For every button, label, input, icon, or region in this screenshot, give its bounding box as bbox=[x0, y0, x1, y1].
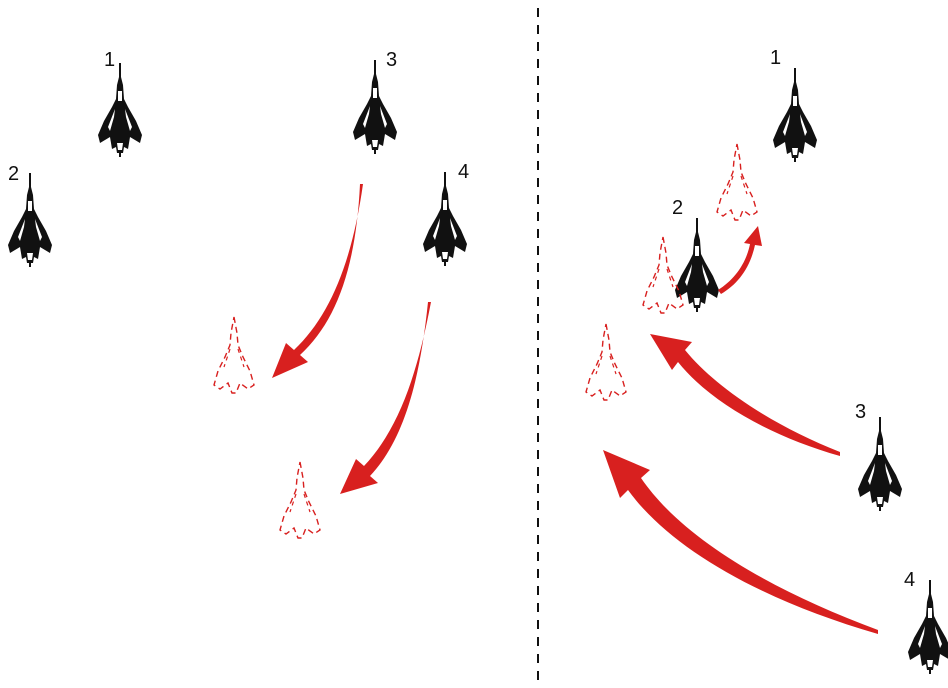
projected-position-4-icon bbox=[280, 462, 320, 538]
jet-1-label: 1 bbox=[104, 49, 115, 71]
jet-3-icon bbox=[858, 417, 902, 511]
jet-1-icon bbox=[773, 68, 817, 162]
projected-position-4-icon bbox=[586, 324, 626, 400]
right-panel: 1 2 3 4 bbox=[586, 47, 948, 674]
jet-3-label: 3 bbox=[386, 49, 397, 71]
projected-position-2-icon bbox=[717, 144, 757, 220]
jet-3-icon bbox=[353, 60, 397, 154]
projected-position-3-icon bbox=[214, 317, 254, 393]
jet-3-label: 3 bbox=[855, 401, 866, 423]
maneuver-arrow-3-icon bbox=[272, 184, 363, 378]
maneuver-arrow-2-icon bbox=[718, 226, 762, 294]
jet-4-icon bbox=[908, 580, 948, 674]
left-panel: 1 2 3 4 bbox=[8, 49, 469, 538]
maneuver-arrow-4-icon bbox=[340, 302, 431, 494]
jet-4-label: 4 bbox=[904, 569, 915, 591]
jet-4-icon bbox=[423, 172, 467, 266]
projected-position-3-icon bbox=[643, 237, 683, 313]
maneuver-arrow-4-icon bbox=[603, 450, 878, 634]
maneuver-arrow-3-icon bbox=[650, 334, 840, 456]
jet-1-label: 1 bbox=[770, 47, 781, 69]
jet-2-label: 2 bbox=[8, 163, 19, 185]
jet-4-label: 4 bbox=[458, 161, 469, 183]
jet-2-label: 2 bbox=[672, 197, 683, 219]
jet-2-icon bbox=[8, 173, 52, 267]
jet-1-icon bbox=[98, 63, 142, 157]
